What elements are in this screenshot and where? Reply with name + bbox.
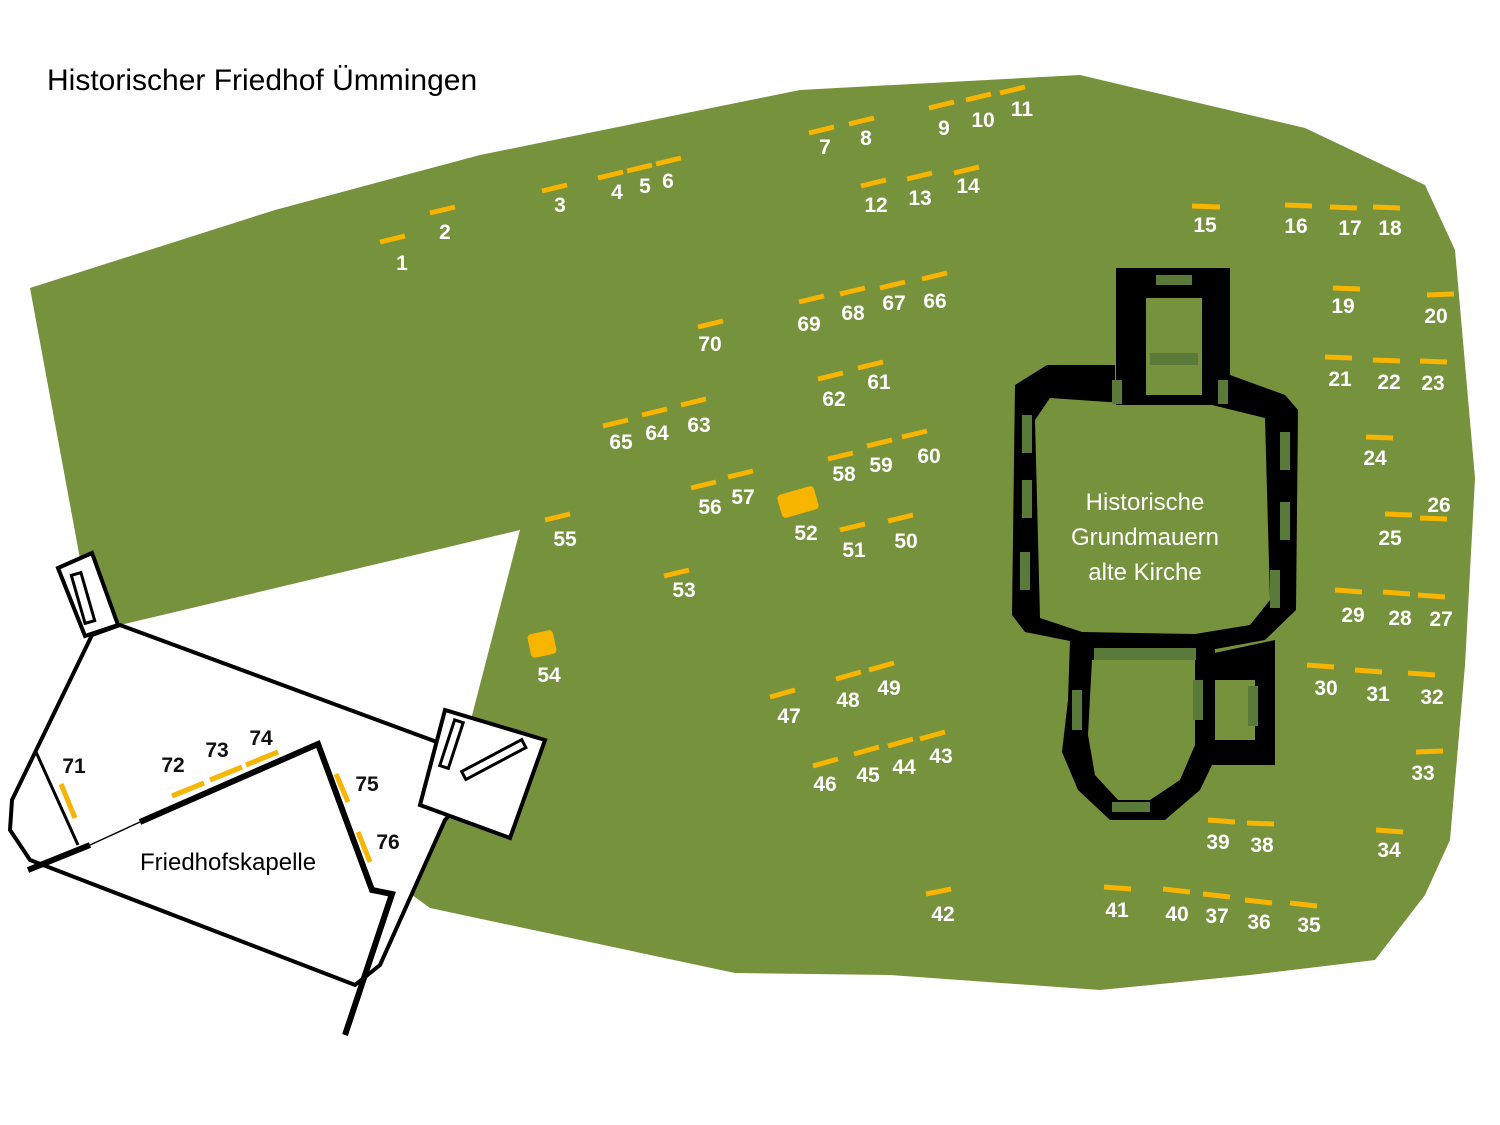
grave-number: 17 <box>1338 217 1361 240</box>
grave-number: 61 <box>867 371 891 394</box>
grave-number: 18 <box>1378 217 1402 240</box>
grave-number: 37 <box>1205 905 1228 928</box>
map-title: Historischer Friedhof Ümmingen <box>47 64 477 97</box>
grave-54-monument <box>527 630 557 658</box>
grave-number: 65 <box>609 431 633 454</box>
grave-number: 75 <box>355 773 379 796</box>
grave-number: 27 <box>1429 608 1452 631</box>
grave-52-monument <box>777 486 819 518</box>
grave-number: 53 <box>672 579 695 602</box>
grave-number: 41 <box>1105 899 1129 922</box>
grave-number: 76 <box>376 831 399 854</box>
grave-number: 70 <box>698 333 721 356</box>
grave-number: 20 <box>1424 305 1447 328</box>
grave-number: 48 <box>836 689 860 712</box>
church-label-line-1: Historische <box>1086 489 1205 516</box>
church-label-line-2: Grundmauern <box>1071 524 1219 551</box>
grave-number: 46 <box>813 773 836 796</box>
grave-number: 5 <box>639 175 651 198</box>
grave-number: 8 <box>860 127 872 150</box>
grave-number: 63 <box>687 414 710 437</box>
grave-number: 15 <box>1193 214 1217 237</box>
grave-number: 10 <box>971 109 994 132</box>
grave-number: 28 <box>1388 607 1412 630</box>
grave-number: 9 <box>938 117 950 140</box>
grave-number: 47 <box>777 705 800 728</box>
grave-number: 52 <box>794 522 817 545</box>
grave-number: 7 <box>819 136 831 159</box>
grave-number: 39 <box>1206 831 1229 854</box>
grave-number: 74 <box>249 727 273 750</box>
grave-number: 21 <box>1328 368 1352 391</box>
grave-number: 67 <box>882 292 905 315</box>
grave-number: 23 <box>1421 372 1444 395</box>
grave-number: 33 <box>1411 762 1434 785</box>
grave-number: 19 <box>1331 295 1354 318</box>
grave-number: 1 <box>396 252 408 275</box>
grave-number: 42 <box>931 903 954 926</box>
grave-number: 13 <box>908 187 931 210</box>
grave-number: 54 <box>537 664 561 687</box>
grave-number: 50 <box>894 530 917 553</box>
grave-number: 34 <box>1377 839 1401 862</box>
church-label: Historische Grundmauern alte Kirche <box>1071 489 1219 586</box>
grave-number: 62 <box>822 388 845 411</box>
church-label-line-3: alte Kirche <box>1088 559 1201 586</box>
grave-number: 55 <box>553 528 577 551</box>
grave-number: 44 <box>892 756 916 779</box>
grave-number: 69 <box>797 313 820 336</box>
grave-number: 4 <box>611 181 623 204</box>
grave-number: 38 <box>1250 834 1274 857</box>
grave-number: 60 <box>917 445 940 468</box>
grave-number: 24 <box>1363 447 1387 470</box>
grave-number: 45 <box>856 764 880 787</box>
grave-number: 56 <box>698 496 721 519</box>
church-foundation <box>1012 268 1298 820</box>
chapel-label: Friedhofskapelle <box>140 849 316 876</box>
grave-number: 73 <box>205 739 228 762</box>
grave-number: 6 <box>662 170 674 193</box>
grave-number: 72 <box>161 754 184 777</box>
grave-number: 22 <box>1377 371 1400 394</box>
grave-number: 43 <box>929 745 952 768</box>
grave-number: 11 <box>1011 98 1034 121</box>
grave-number: 14 <box>956 175 980 198</box>
grave-number: 40 <box>1165 903 1188 926</box>
grave-number: 3 <box>554 194 566 217</box>
grave-number: 66 <box>923 290 946 313</box>
grave-number: 71 <box>62 755 86 778</box>
grave-number: 51 <box>842 539 866 562</box>
grave-number: 58 <box>832 463 856 486</box>
cemetery-chapel: Friedhofskapelle <box>7 550 548 1036</box>
grave-number: 32 <box>1420 686 1443 709</box>
grave-number: 59 <box>869 454 892 477</box>
grave-number: 29 <box>1341 604 1364 627</box>
grave-number: 36 <box>1247 911 1270 934</box>
grave-number: 49 <box>877 677 900 700</box>
grave-number: 30 <box>1314 677 1337 700</box>
grave-number: 68 <box>841 302 865 325</box>
grave-number: 26 <box>1427 494 1450 517</box>
grave-number: 35 <box>1297 914 1321 937</box>
grave-number: 16 <box>1284 215 1307 238</box>
grave-number: 12 <box>864 194 887 217</box>
grave-numbers: 1 2 3 4 5 6 7 8 9 10 11 12 13 14 15 16 1… <box>62 98 1452 937</box>
cemetery-ground <box>30 75 1475 990</box>
grave-number: 57 <box>731 486 754 509</box>
grave-markers <box>58 84 1455 909</box>
grave-number: 2 <box>439 221 451 244</box>
grave-number: 64 <box>645 422 669 445</box>
grave-number: 25 <box>1378 527 1402 550</box>
grave-number: 31 <box>1366 683 1390 706</box>
